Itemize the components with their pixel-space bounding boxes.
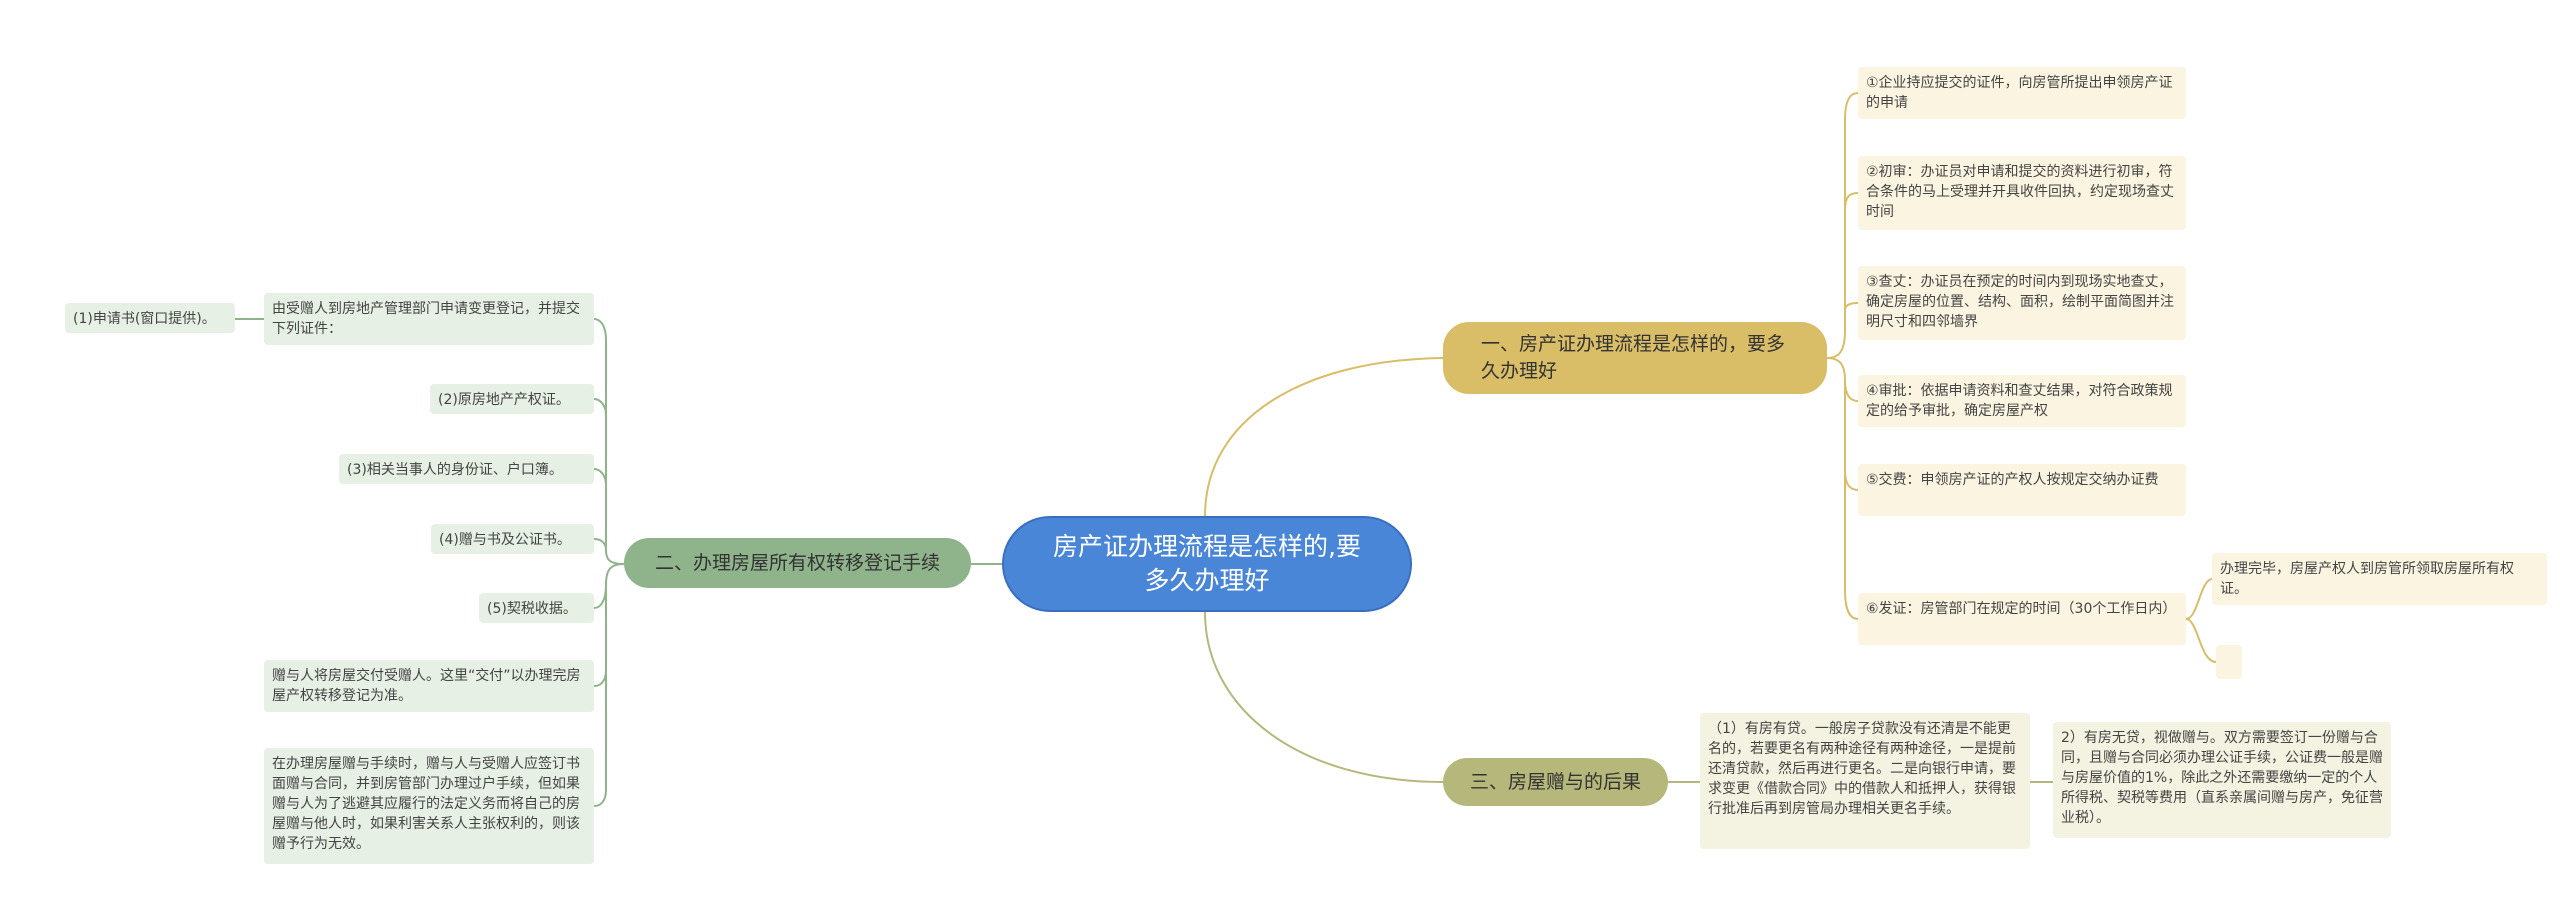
process-step-1[interactable]: ①企业持应提交的证件，向房管所提出申领房产证的申请: [1858, 67, 2186, 119]
branch-consequences[interactable]: 三、房屋赠与的后果: [1443, 758, 1668, 806]
consequence-without-loan[interactable]: 2）有房无贷，视做赠与。双方需要签订一份赠与合同，且赠与合同必须办理公证手续，公…: [2053, 722, 2391, 838]
transfer-item-apply[interactable]: 由受赠人到房地产管理部门申请变更登记，并提交下列证件：: [264, 293, 594, 345]
transfer-item-id-documents[interactable]: (3)相关当事人的身份证、户口簿。: [339, 454, 594, 484]
branch-transfer[interactable]: 二、办理房屋所有权转移登记手续: [624, 538, 971, 588]
transfer-item-original-certificate[interactable]: (2)原房地产产权证。: [430, 384, 594, 414]
transfer-item-delivery[interactable]: 赠与人将房屋交付受赠人。这里“交付”以办理完房屋产权转移登记为准。: [264, 660, 594, 712]
transfer-item-gift-deed[interactable]: (4)赠与书及公证书。: [431, 524, 594, 554]
transfer-item-contract-note[interactable]: 在办理房屋赠与手续时，赠与人与受赠人应签订书面赠与合同，并到房管部门办理过户手续…: [264, 748, 594, 864]
branch-process[interactable]: 一、房产证办理流程是怎样的，要多久办理好: [1443, 322, 1827, 394]
process-step-3[interactable]: ③查丈：办证员在预定的时间内到现场实地查丈，确定房屋的位置、结构、面积，绘制平面…: [1858, 266, 2186, 340]
branch-transfer-label: 二、办理房屋所有权转移登记手续: [654, 551, 940, 574]
branch-process-label: 一、房产证办理流程是怎样的，要多久办理好: [1481, 333, 1786, 382]
process-step-6-empty-node[interactable]: [2216, 645, 2242, 679]
process-step-6[interactable]: ⑥发证：房管部门在规定的时间（30个工作日内）: [1858, 593, 2186, 645]
root-label: 房产证办理流程是怎样的,要多久办理好: [1053, 532, 1361, 595]
branch-consequences-label: 三、房屋赠与的后果: [1469, 770, 1641, 793]
process-step-6-detail[interactable]: 办理完毕，房屋产权人到房管所领取房屋所有权证。: [2212, 553, 2547, 605]
consequence-with-loan[interactable]: （1）有房有贷。一般房子贷款没有还清是不能更名的，若要更名有两种途径有两种途径，…: [1700, 713, 2030, 849]
process-step-5[interactable]: ⑤交费：申领房产证的产权人按规定交纳办证费: [1858, 464, 2186, 516]
process-step-4[interactable]: ④审批：依据申请资料和查丈结果，对符合政策规定的给予审批，确定房屋产权: [1858, 375, 2186, 427]
process-step-2[interactable]: ②初审：办证员对申请和提交的资料进行初审，符合条件的马上受理并开具收件回执，约定…: [1858, 156, 2186, 230]
transfer-item-application-form[interactable]: (1)申请书(窗口提供)。: [65, 303, 235, 333]
transfer-item-tax-receipt[interactable]: (5)契税收据。: [479, 593, 594, 623]
root-topic[interactable]: 房产证办理流程是怎样的,要多久办理好: [1002, 516, 1412, 612]
